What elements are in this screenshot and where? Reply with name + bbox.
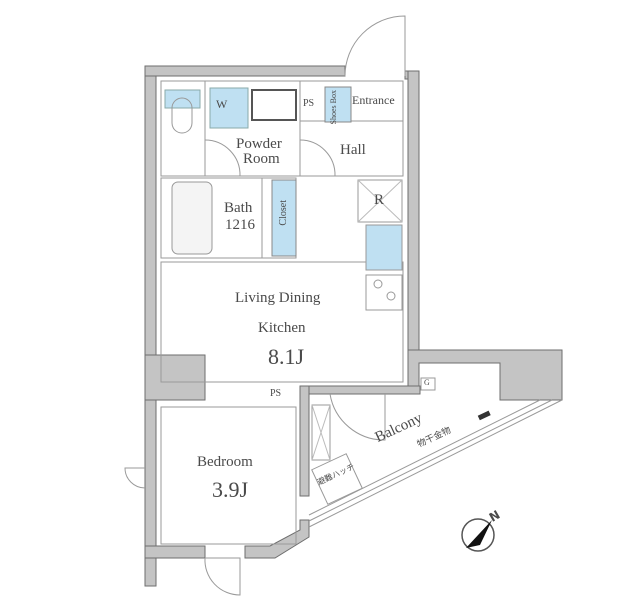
- wall-top: [144, 65, 346, 77]
- bedroom-size: 3.9J: [212, 477, 249, 502]
- bedroom-label: Bedroom: [197, 454, 253, 470]
- column-left: [144, 354, 206, 401]
- ps-shaft-box: [311, 404, 331, 461]
- bathtub: [171, 181, 213, 255]
- closet-box: [271, 179, 297, 257]
- wall-ldk-bottom: [299, 385, 421, 395]
- shoes-box-label: Shoes Box: [329, 90, 338, 125]
- ps-bottom-label: PS: [270, 388, 282, 399]
- closet-label: Closet: [278, 200, 289, 226]
- washer-box: [209, 87, 249, 129]
- washer-label: W: [216, 97, 228, 111]
- wall-balcony-top: [407, 349, 563, 401]
- sink: [251, 89, 297, 121]
- ldk-size: 8.1J: [268, 344, 305, 369]
- hatch-box: [311, 453, 363, 505]
- ldk-label-2: Kitchen: [258, 320, 306, 336]
- gas-meter-label: G: [424, 378, 430, 387]
- ps-top-label: PS: [303, 98, 315, 109]
- powder-room-label-2: Room: [243, 151, 280, 167]
- stove: [365, 274, 403, 311]
- ldk-label-1: Living Dining: [235, 290, 321, 306]
- gas-meter-box: [420, 377, 436, 391]
- powder-room-label-1: Powder: [236, 136, 282, 152]
- kitchen-sink: [365, 224, 403, 271]
- fixtures: [164, 86, 491, 505]
- wall-bedroom-corner: [144, 545, 206, 559]
- shoes-box-rect: [324, 86, 352, 123]
- toilet-tank: [164, 89, 201, 109]
- fridge-box: [357, 179, 403, 223]
- north-arrow-icon: [461, 518, 495, 552]
- bath-label: Bath: [224, 200, 253, 216]
- toilet-bowl: [171, 97, 193, 134]
- refrigerator-label: R: [374, 192, 385, 208]
- wall-right: [407, 70, 420, 362]
- wall-bedroom-bottom-right: [244, 519, 310, 559]
- wall-balcony-side: [299, 385, 310, 497]
- bath-size: 1216: [225, 217, 255, 233]
- wall-left: [144, 65, 157, 587]
- entrance-label: Entrance: [352, 93, 395, 107]
- hall-label: Hall: [340, 142, 366, 158]
- laundry-hanger: [477, 410, 491, 421]
